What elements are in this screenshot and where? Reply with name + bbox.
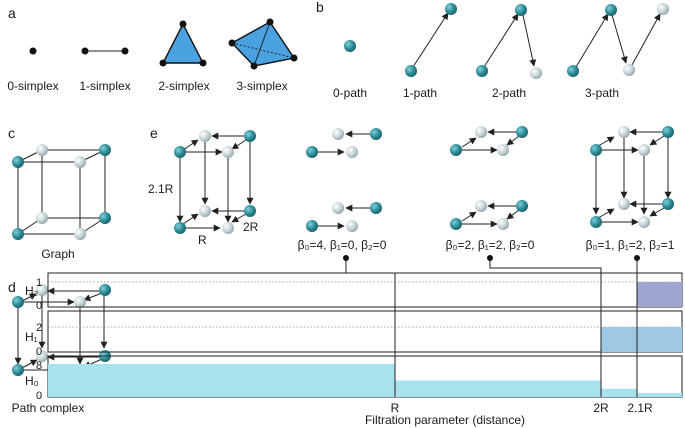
simplex-label-1: 1-simplex [79,79,130,93]
path-label-0: 0-path [333,86,367,100]
panel-label-e: e [150,125,158,141]
h1-bar-0 [601,327,682,352]
h2-tick-top: 1 [36,277,42,289]
x-tick-2r: 2R [593,401,609,415]
h0-tick-zero: 0 [36,390,42,402]
betti-label-stage-3: β₀=1, β₁=2, β₂=1 [586,238,675,252]
simplex-label-3: 3-simplex [236,79,287,93]
h1-frame [47,310,683,353]
stage-r [306,128,382,232]
h1-label: H₁ [25,330,38,344]
path-2 [476,4,542,79]
path-label-3: 3-path [585,86,619,100]
simplex-1 [81,47,129,55]
path-complex-label: Path complex [12,401,85,415]
stage-2r [450,126,528,230]
panel-label-b: b [316,0,324,15]
h1-tick-zero: 0 [36,346,42,358]
barcode-bars [48,282,682,397]
cube-side-2r-label: 2R [243,220,259,234]
h0-bar-0 [48,364,395,397]
panel-label-a: a [8,5,16,21]
panel-label-c: c [8,125,15,141]
simplex-label-2: 2-simplex [158,79,209,93]
simplex-3-tetrahedron [228,18,298,70]
h2-tick-zero: 0 [36,300,42,312]
simplex-label-0: 0-simplex [7,79,58,93]
stage-1-marker [343,255,349,261]
path-label-2: 2-path [492,86,526,100]
stage-3-marker [634,255,640,261]
x-tick-r: R [391,401,400,415]
cube-side-r-label: R [198,233,207,247]
simplex-0-vertex [29,47,37,55]
stage-2-marker [487,255,493,261]
distance-cube [174,130,256,234]
path-1 [405,3,457,77]
path-label-1: 1-path [403,86,437,100]
path-row: 0-path 1-path 2-path 3-path [333,3,669,100]
stage-connectors [345,258,638,397]
x-tick-2-1r: 2.1R [627,401,653,415]
h0-tick-top: 8 [36,360,42,372]
graph-label: Graph [41,247,74,261]
betti-label-stage-1: β₀=4, β₁=0, β₂=0 [298,238,387,252]
simplex-2-triangle [159,20,207,67]
graph-cube [12,144,111,240]
h0-bar-3 [637,392,682,397]
simplex-row: 0-simplex 1-simplex 2-simplex 3-simplex [7,18,298,93]
h0-label: H₀ [25,374,39,388]
h2-label: H₂ [25,284,39,298]
h0-bar-1 [395,380,601,397]
h2-frame [47,272,683,308]
h2-bar-0 [637,282,682,307]
betti-label-stage-2: β₀=2, β₁=2, β₂=0 [446,238,535,252]
persistence-barcode-chart: H₂ 1 0 H₁ 2 0 H₀ 8 0 R 2R 2.1R Filtratio… [25,255,683,427]
cube-height-label: 2.1R [148,182,174,196]
path-0-node [344,40,356,52]
x-axis-title: Filtration parameter (distance) [365,413,525,427]
path-3 [567,3,669,77]
stage-2-1r [590,126,674,228]
h0-bar-2 [601,388,637,397]
panel-label-d: d [8,279,16,295]
h1-tick-top: 2 [36,322,42,334]
